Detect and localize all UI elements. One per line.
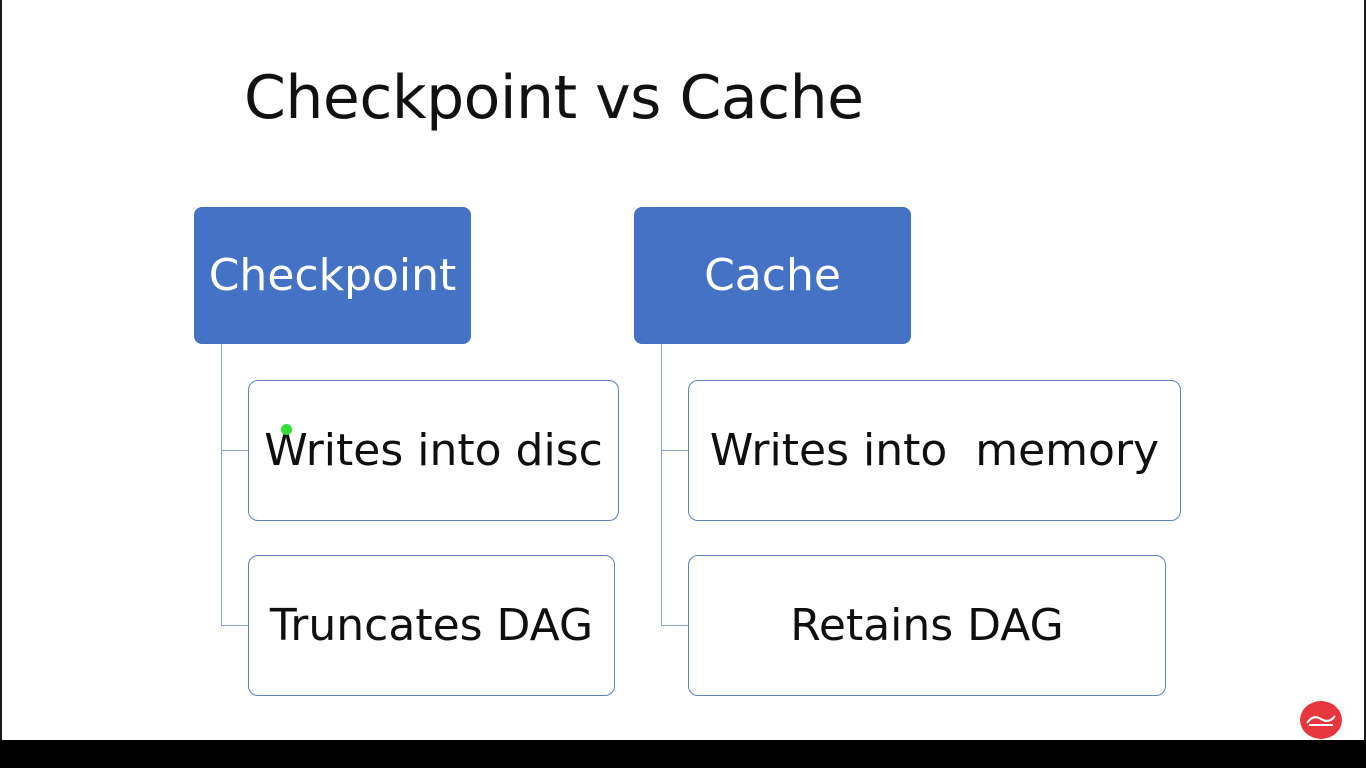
slide-right-edge <box>1364 0 1366 740</box>
checkpoint-heading-box: Checkpoint <box>194 207 471 344</box>
checkpoint-connector-vertical <box>221 344 222 625</box>
pointer-dot-icon <box>281 424 292 435</box>
slide: Checkpoint vs Cache Checkpoint Writes in… <box>0 0 1366 740</box>
checkpoint-item-writes-disc: Writes into disc <box>248 380 619 521</box>
channel-logo-icon <box>1300 701 1342 739</box>
slide-title: Checkpoint vs Cache <box>244 63 864 133</box>
cache-item-retains-dag: Retains DAG <box>688 555 1166 696</box>
slide-left-edge <box>0 0 2 740</box>
cache-item-writes-memory: Writes into memory <box>688 380 1181 521</box>
logo-mark-icon <box>1306 715 1336 726</box>
checkpoint-connector-item-1 <box>221 450 249 451</box>
cache-heading-box: Cache <box>634 207 911 344</box>
cache-connector-vertical <box>661 344 662 625</box>
checkpoint-connector-item-2 <box>221 625 249 626</box>
cache-connector-item-1 <box>661 450 689 451</box>
checkpoint-item-truncates-dag: Truncates DAG <box>248 555 615 696</box>
cache-connector-item-2 <box>661 625 689 626</box>
